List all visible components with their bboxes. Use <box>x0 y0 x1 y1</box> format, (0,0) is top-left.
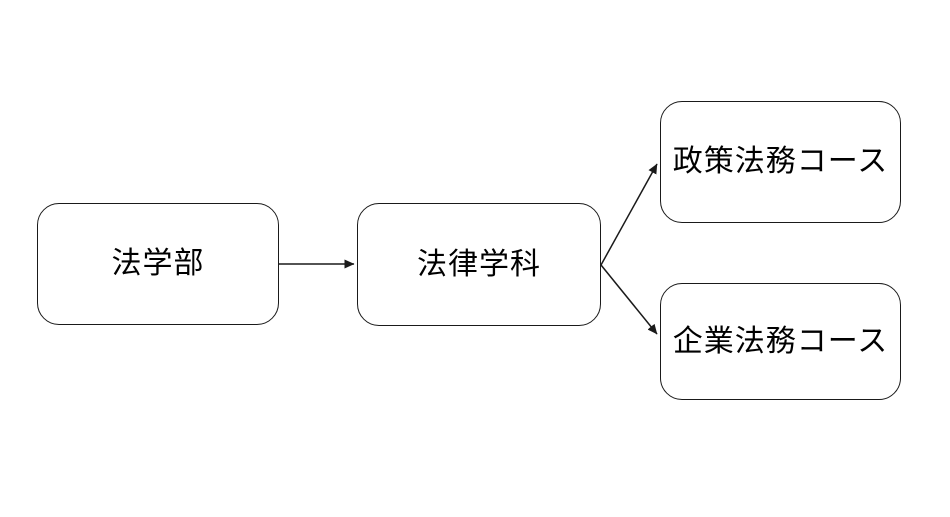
node-corporate-legal-course[interactable]: 企業法務コース <box>660 283 901 400</box>
connector-department-to-corporate-arrow <box>600 264 658 335</box>
node-policy-legal-course-label: 政策法務コース <box>672 145 889 178</box>
node-law-department[interactable]: 法律学科 <box>357 203 601 326</box>
node-policy-legal-course[interactable]: 政策法務コース <box>660 101 901 223</box>
node-faculty-of-law[interactable]: 法学部 <box>37 203 279 325</box>
node-faculty-of-law-label: 法学部 <box>111 247 205 280</box>
node-law-department-label: 法律学科 <box>417 247 541 281</box>
node-corporate-legal-course-label: 企業法務コース <box>672 324 889 358</box>
connector-department-to-policy-arrow <box>600 163 658 266</box>
